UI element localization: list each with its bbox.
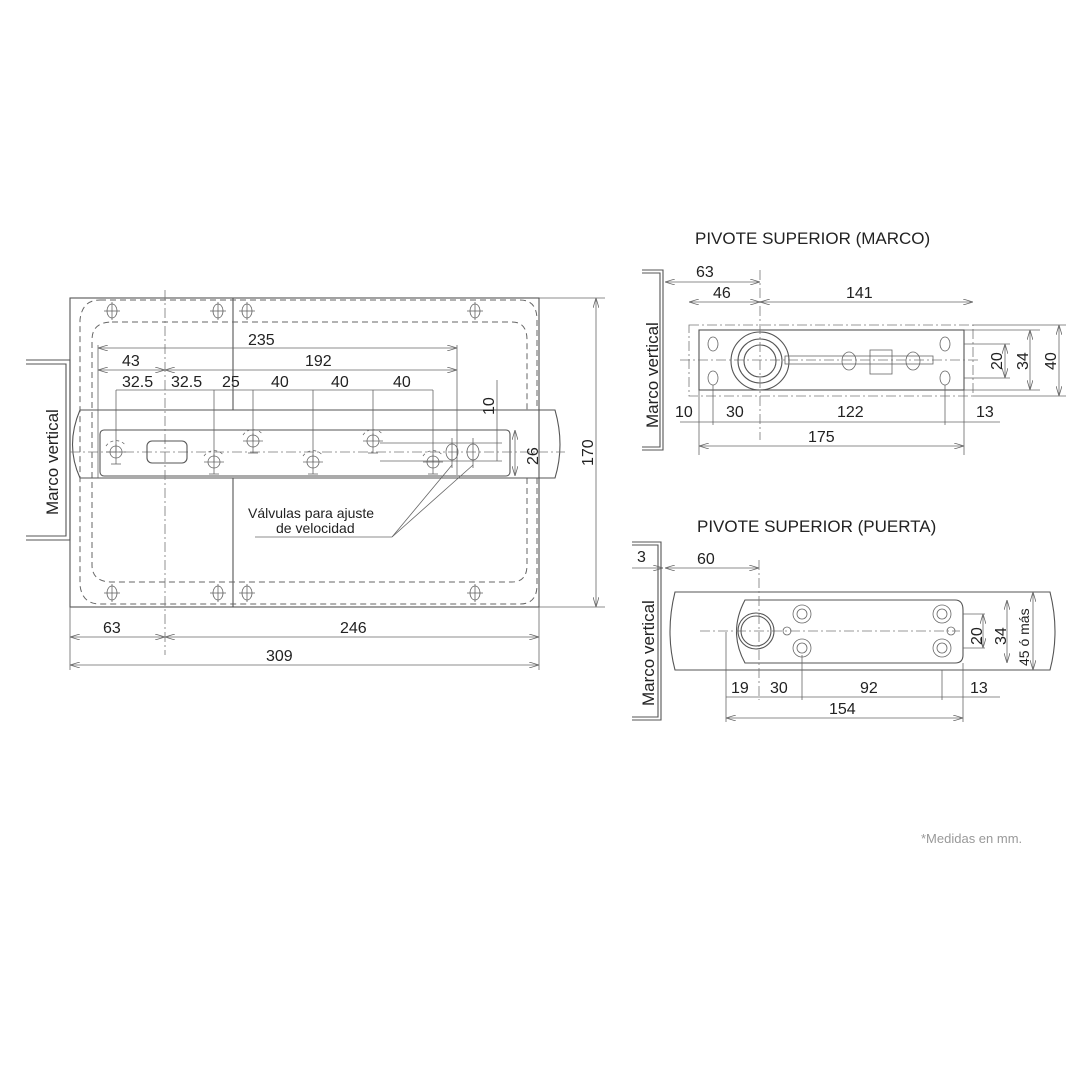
pd-dim-154: 154 [829, 701, 856, 718]
pd-dim-13: 13 [970, 680, 988, 697]
pf-dim-34: 34 [1015, 352, 1032, 370]
pd-dim-45: 45 ó más [1016, 608, 1032, 666]
dim-43: 43 [122, 353, 140, 370]
pd-dim-60: 60 [697, 551, 715, 568]
closer-body-outline [69, 297, 540, 608]
pd-dim-20: 20 [969, 627, 986, 645]
dim-235: 235 [248, 332, 275, 349]
pf-dim-63: 63 [696, 264, 714, 281]
pf-dim-40: 40 [1043, 352, 1060, 370]
pd-dim-34: 34 [993, 627, 1010, 645]
pd-dim-19: 19 [731, 680, 749, 697]
pd-dim-30: 30 [770, 680, 788, 697]
pivot-frame-title: PIVOTE SUPERIOR (MARCO) [695, 229, 930, 248]
dim-40-c: 40 [393, 374, 411, 391]
dim-32-5-b: 32.5 [171, 374, 202, 391]
pf-dim-141: 141 [846, 285, 873, 302]
dim-26: 26 [525, 447, 542, 465]
dim-309: 309 [266, 648, 293, 665]
pivot-frame-view: PIVOTE SUPERIOR (MARCO) Marco vertical 6… [642, 229, 1066, 455]
footnote: *Medidas en mm. [921, 831, 1023, 846]
pf-dim-20: 20 [989, 352, 1006, 370]
pivot-door-view: PIVOTE SUPERIOR (PUERTA) Marco vertical … [632, 517, 1056, 722]
pf-dim-30: 30 [726, 404, 744, 421]
dim-246: 246 [340, 620, 367, 637]
dim-192: 192 [305, 353, 332, 370]
dim-40-b: 40 [331, 374, 349, 391]
frame-label-main: Marco vertical [43, 409, 62, 515]
dim-25: 25 [222, 374, 240, 391]
callout-valves-line2: de velocidad [276, 520, 355, 536]
frame-label-pivot-frame: Marco vertical [643, 322, 662, 428]
dim-40-a: 40 [271, 374, 289, 391]
dim-32-5-a: 32.5 [122, 374, 153, 391]
pf-dim-10: 10 [675, 404, 693, 421]
pf-dim-46: 46 [713, 285, 731, 302]
pivot-door-title: PIVOTE SUPERIOR (PUERTA) [697, 517, 936, 536]
dim-170: 170 [580, 439, 597, 466]
main-view: 235 43 192 32.5 32.5 25 40 40 40 10 26 1… [26, 290, 605, 670]
pd-dim-3: 3 [637, 549, 646, 566]
pf-dim-175: 175 [808, 429, 835, 446]
dim-63: 63 [103, 620, 121, 637]
door-bar [72, 409, 561, 479]
dim-10: 10 [481, 397, 498, 415]
callout-valves-line1: Válvulas para ajuste [248, 505, 374, 521]
pf-dim-122: 122 [837, 404, 864, 421]
pf-dim-13: 13 [976, 404, 994, 421]
frame-label-pivot-door: Marco vertical [639, 600, 658, 706]
pd-dim-92: 92 [860, 680, 878, 697]
